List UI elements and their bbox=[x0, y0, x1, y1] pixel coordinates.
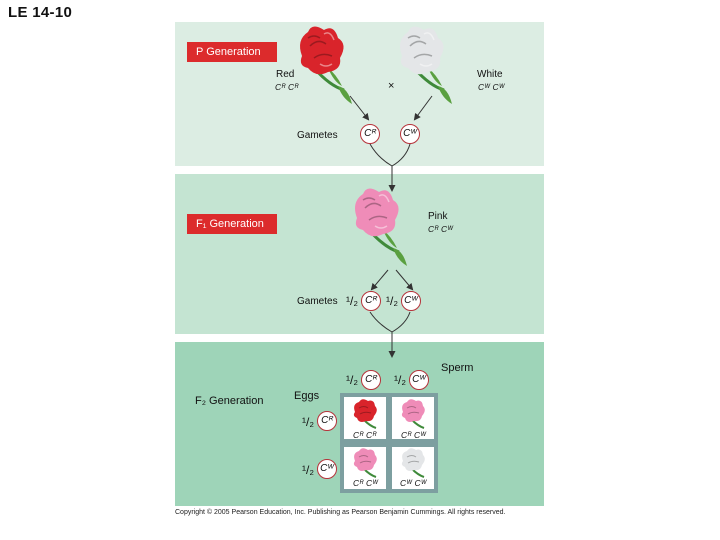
arrow-f1-to-gamete-r bbox=[370, 269, 389, 291]
egg-fraction-w: ¹/₂ bbox=[302, 463, 314, 477]
red-flower-image bbox=[298, 24, 354, 106]
arrow-f1-to-gamete-w bbox=[395, 269, 414, 291]
pink-label: Pink bbox=[428, 211, 448, 222]
eggs-label: Eggs bbox=[294, 390, 320, 402]
f1-gametes-label: Gametes bbox=[297, 296, 338, 307]
p-generation-label: P Generation bbox=[187, 42, 277, 62]
f1-generation-label: F₁ Generation bbox=[187, 214, 277, 234]
pink-flower-image bbox=[353, 186, 409, 268]
punnett-genotype-rw-2: Cᴿ Cᵂ bbox=[353, 478, 378, 488]
punnett-genotype-rr: Cᴿ Cᴿ bbox=[353, 430, 377, 440]
sperm-label: Sperm bbox=[441, 362, 474, 374]
gamete-red-circle: Cᴿ bbox=[360, 124, 380, 144]
f1-gamete-r-circle: Cᴿ bbox=[361, 291, 381, 311]
cross-symbol: × bbox=[388, 80, 395, 92]
white-flower-image bbox=[398, 24, 454, 106]
gamete-white-circle: Cᵂ bbox=[400, 124, 420, 144]
white-label: White bbox=[477, 69, 503, 80]
sperm-fraction-r: ¹/₂ bbox=[346, 373, 358, 387]
pink-genotype: Cᴿ Cᵂ bbox=[428, 224, 453, 234]
egg-fraction-r: ¹/₂ bbox=[302, 415, 314, 429]
red-label: Red bbox=[276, 69, 295, 80]
arrow-gametes-merge bbox=[369, 143, 411, 167]
punnett-pink-flower-1 bbox=[400, 398, 426, 429]
arrow-red-to-gamete bbox=[349, 95, 370, 121]
punnett-red-flower bbox=[352, 398, 378, 429]
f1-gamete-w-circle: Cᵂ bbox=[401, 291, 421, 311]
punnett-genotype-rw-1: Cᴿ Cᵂ bbox=[401, 430, 426, 440]
copyright-notice: Copyright © 2005 Pearson Education, Inc.… bbox=[175, 509, 506, 516]
f2-generation-label: F₂ Generation bbox=[195, 395, 264, 407]
punnett-pink-flower-2 bbox=[352, 447, 378, 478]
f1-fraction-w: ¹/₂ bbox=[386, 294, 398, 308]
sperm-fraction-w: ¹/₂ bbox=[394, 373, 406, 387]
arrow-white-to-gamete bbox=[413, 95, 433, 121]
p-gametes-label: Gametes bbox=[297, 130, 338, 141]
arrow-f1-gametes-merge bbox=[369, 311, 411, 333]
sperm-r-circle: Cᴿ bbox=[361, 370, 381, 390]
red-genotype: Cᴿ Cᴿ bbox=[275, 82, 299, 92]
sperm-w-circle: Cᵂ bbox=[409, 370, 429, 390]
slide-title: LE 14-10 bbox=[8, 4, 73, 21]
egg-r-circle: Cᴿ bbox=[317, 411, 337, 431]
punnett-genotype-ww: Cᵂ Cᵂ bbox=[400, 478, 427, 488]
f1-fraction-r: ¹/₂ bbox=[346, 294, 358, 308]
white-genotype: Cᵂ Cᵂ bbox=[478, 82, 505, 92]
egg-w-circle: Cᵂ bbox=[317, 459, 337, 479]
punnett-white-flower bbox=[400, 447, 426, 478]
